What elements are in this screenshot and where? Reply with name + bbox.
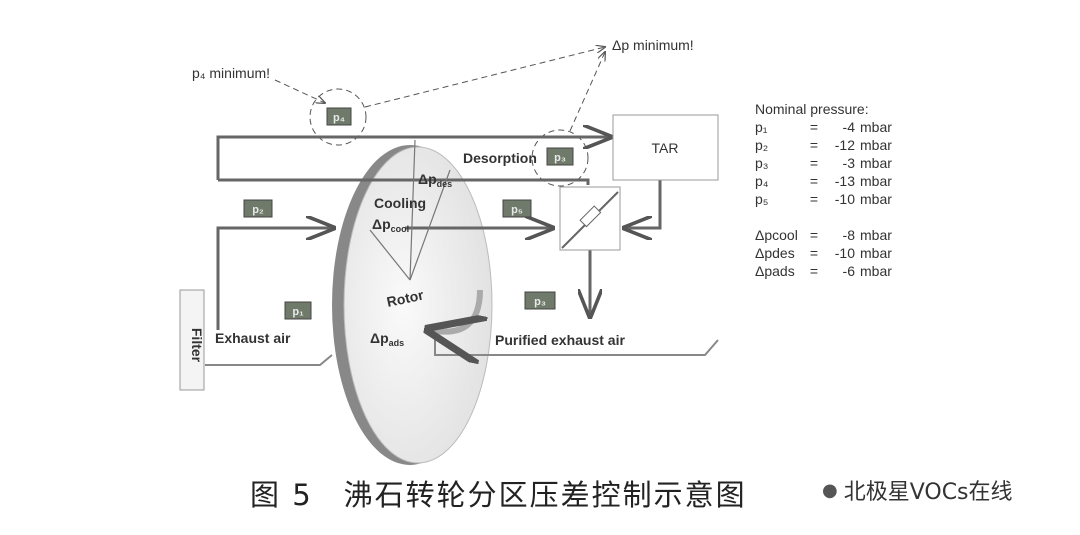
dp-minimum-note: Δp minimum!: [612, 37, 694, 53]
filter: Filter: [179, 289, 205, 391]
exhaust-air-label: Exhaust air: [215, 330, 291, 346]
svg-text:p₃: p₃: [554, 152, 566, 164]
rotor-wheel: [332, 145, 493, 465]
purified-air-label: Purified exhaust air: [495, 332, 625, 348]
watermark-text: 北极星VOCs在线: [843, 480, 1013, 505]
pressure-tag-p5: p₅: [502, 199, 532, 218]
dp-des-label: Δpdes: [418, 171, 452, 189]
exhaust-air-arrow: [205, 354, 333, 366]
valve: [559, 186, 621, 251]
svg-text:p₂: p₂: [252, 204, 264, 216]
pipes: [216, 137, 662, 330]
dp-ads-label: Δpads: [370, 330, 404, 348]
rotation-arrow: [430, 289, 480, 332]
pressure-tag-p2: p₂: [243, 199, 273, 218]
pressure-tag-p3-outlet: p₃: [524, 291, 556, 310]
annotation-lines: [274, 47, 605, 187]
desorption-label: Desorption: [463, 150, 537, 166]
wechat-icon: ●: [822, 479, 838, 501]
cooling-label: Cooling: [374, 195, 426, 211]
tar-box: TAR: [612, 114, 719, 181]
dp-cool-label: Δpcool: [372, 216, 409, 234]
pressure-tag-p3: p₃: [546, 147, 574, 166]
zone-dividers: [369, 139, 451, 281]
watermark: ● 北极星VOCs在线: [822, 474, 1013, 506]
figure-caption: 图 5 沸石转轮分区压差控制示意图: [250, 478, 747, 512]
svg-text:p₅: p₅: [511, 204, 523, 216]
pressure-tag-p1: p₁: [284, 301, 312, 320]
p4-minimum-note: p₄ minimum!: [192, 65, 270, 81]
svg-text:p₄: p₄: [333, 112, 345, 124]
rotor-label: Rotor: [385, 286, 425, 310]
tar-label: TAR: [652, 140, 679, 156]
pressure-tag-p4: p₄: [326, 107, 352, 126]
svg-text:p₃: p₃: [534, 296, 546, 308]
svg-text:Filter: Filter: [189, 328, 205, 363]
legend-title: Nominal pressure:: [755, 101, 869, 117]
svg-text:p₁: p₁: [292, 306, 304, 318]
